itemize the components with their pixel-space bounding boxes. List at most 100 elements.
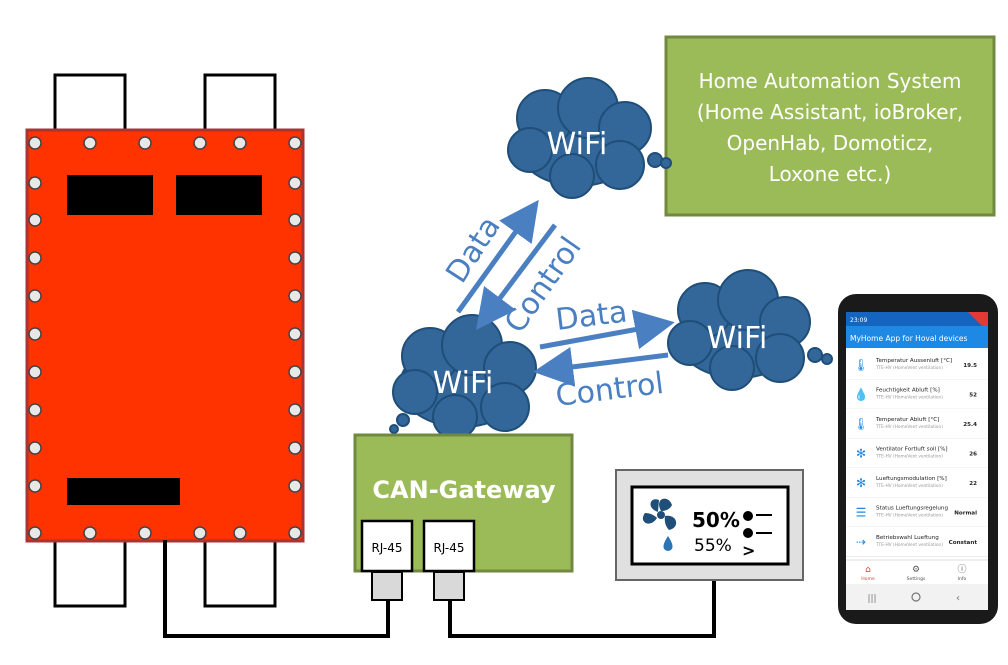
- mounting-hole: [288, 327, 302, 341]
- arrow-control-lower: [533, 347, 669, 387]
- phone-sensor-value: 25.4: [963, 422, 977, 428]
- phone-system-recents-icon[interactable]: |||: [867, 594, 876, 604]
- mounting-hole: [28, 327, 42, 341]
- phone-sensor-source: TTE-HV (HomeVent ventilation): [875, 365, 943, 371]
- connector-bottom-left: [53, 538, 127, 608]
- mounting-hole: [28, 176, 42, 190]
- info-icon: ⓘ: [957, 564, 966, 575]
- phone-app-bar: [846, 326, 988, 348]
- control-panel: 50% 55% >: [615, 469, 804, 581]
- mounting-hole: [28, 289, 42, 303]
- wifi-cloud-right-label: WiFi: [707, 321, 768, 356]
- arrow-data-upper: [455, 199, 539, 314]
- phone-sensor-row[interactable]: ✻ Lueftungsmodulation [%]TTE-HV (HomeVent…: [846, 468, 988, 498]
- rj45-plug-right: [433, 571, 465, 601]
- phone-sensor-list: 🌡Temperatur Aussenluft [°C]TTE-HV (HomeV…: [846, 350, 988, 557]
- phone-sensor-value: 52: [969, 393, 977, 399]
- phone-sensor-label: Feuchtigkeit Abluft [%]: [876, 388, 940, 394]
- wifi-cloud-right: WiFi: [667, 269, 833, 391]
- phone-system-home-icon[interactable]: [911, 592, 921, 602]
- mounting-hole: [288, 365, 302, 379]
- phone-sensor-source: TTE-HV (HomeVent ventilation): [875, 454, 943, 460]
- mounting-hole: [288, 213, 302, 227]
- mounting-hole: [83, 526, 97, 540]
- phone-sensor-row[interactable]: 🌡Temperatur Abluft [°C]TTE-HV (HomeVent …: [846, 409, 988, 439]
- mounting-hole: [28, 365, 42, 379]
- home-automation-line-3: OpenHab, Domoticz,: [727, 131, 934, 155]
- label-data-upper: Data: [439, 210, 507, 289]
- mounting-hole: [233, 526, 247, 540]
- can-gateway-title: CAN-Gateway: [372, 476, 556, 504]
- gear-icon: ⚙: [912, 565, 920, 575]
- mounting-hole: [288, 526, 302, 540]
- mounting-holes: [28, 136, 302, 540]
- panel-fan-icon: [642, 498, 677, 530]
- smartphone: 23:09 MyHome App for Hoval devices 🌡Temp…: [838, 294, 998, 624]
- fan-icon: ✻: [856, 476, 866, 490]
- mounting-hole: [193, 526, 207, 540]
- connector-bottom-right: [203, 538, 277, 608]
- mounting-hole: [83, 136, 97, 150]
- mounting-hole: [28, 251, 42, 265]
- chip-left: [67, 175, 153, 215]
- phone-sensor-value: 19.5: [963, 363, 977, 369]
- panel-drop-icon: [663, 536, 673, 551]
- list-icon: ☰: [856, 506, 867, 520]
- controller-board: [25, 73, 305, 608]
- phone-sensor-row[interactable]: ✻Ventilator Fortluft soll [%]TTE-HV (Hom…: [846, 438, 988, 469]
- mounting-hole: [28, 526, 42, 540]
- phone-sensor-label: Temperatur Abluft [°C]: [875, 417, 939, 423]
- phone-sensor-value: 22: [969, 481, 977, 487]
- panel-fan-value: 50%: [692, 508, 740, 532]
- panel-nav-glyph: >: [742, 541, 755, 560]
- label-control-lower: Control: [554, 366, 666, 414]
- phone-nav-label: Home: [861, 576, 875, 582]
- phone-sensor-row[interactable]: 🌡Temperatur Aussenluft [°C]TTE-HV (HomeV…: [846, 350, 988, 380]
- phone-sensor-value: 26: [969, 452, 977, 458]
- phone-system-back-icon[interactable]: ‹: [956, 593, 960, 604]
- phone-sensor-value: Normal: [954, 511, 977, 517]
- rj45-port-left-label: RJ-45: [371, 541, 402, 555]
- phone-sensor-label: Betriebswahl Lueftung: [876, 535, 939, 541]
- label-data-lower: Data: [554, 294, 629, 337]
- phone-sensor-label: Ventilator Fortluft soll [%]: [876, 447, 948, 453]
- wifi-cloud-middle: WiFi: [389, 314, 537, 440]
- phone-sensor-label: Lueftungsmodulation [%]: [876, 476, 947, 482]
- phone-sensor-label: Temperatur Aussenluft [°C]: [875, 358, 952, 364]
- phone-sensor-row[interactable]: 💧Feuchtigkeit Abluft [%]TTE-HV (HomeVent…: [846, 379, 988, 410]
- mounting-hole: [288, 136, 302, 150]
- phone-nav-home[interactable]: ⌂Home: [861, 565, 875, 582]
- phone-nav-settings[interactable]: ⚙Settings: [907, 565, 926, 582]
- water-drops-icon: 💧: [854, 388, 869, 402]
- phone-status-time: 23:09: [850, 317, 867, 324]
- mounting-hole: [288, 479, 302, 493]
- mounting-hole: [288, 251, 302, 265]
- mounting-hole: [193, 136, 207, 150]
- phone-sensor-source: TTE-HV (HomeVent ventilation): [875, 542, 943, 548]
- phone-nav-label: Info: [958, 576, 967, 582]
- mounting-hole: [28, 441, 42, 455]
- rj45-port-left: [360, 519, 414, 573]
- cables: [163, 540, 716, 638]
- mounting-hole: [288, 441, 302, 455]
- phone-sensor-source: TTE-HV (HomeVent ventilation): [875, 483, 943, 489]
- home-automation-box: Home Automation System (Home Assistant, …: [664, 35, 996, 217]
- mounting-hole: [138, 526, 152, 540]
- chip-bottom: [67, 478, 180, 505]
- wifi-cloud-top-label: WiFi: [547, 127, 608, 162]
- wifi-cloud-top: WiFi: [507, 77, 672, 199]
- cable-gateway-panel: [448, 580, 716, 638]
- mounting-hole: [28, 136, 42, 150]
- connector-top-left: [53, 73, 127, 132]
- phone-nav-label: Settings: [907, 576, 926, 582]
- phone-sensor-source: TTE-HV (HomeVent ventilation): [875, 513, 943, 519]
- phone-status-bar: [846, 312, 988, 326]
- thermometer-icon: 🌡: [853, 417, 868, 431]
- mounting-hole: [233, 136, 247, 150]
- panel-toggle-icon: [743, 511, 772, 538]
